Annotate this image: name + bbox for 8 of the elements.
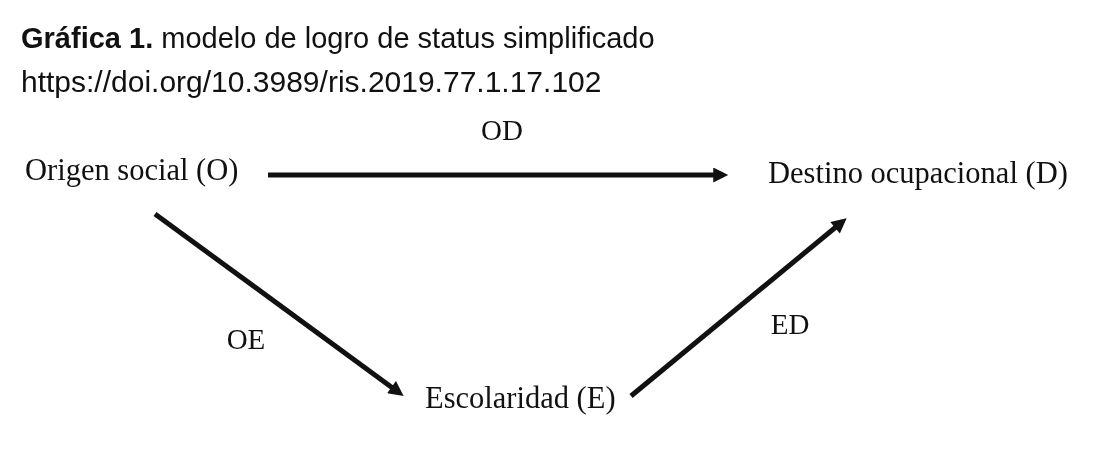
arrow — [268, 167, 729, 183]
node-label: Destino ocupacional (D) — [768, 155, 1068, 191]
arrow — [629, 218, 847, 398]
figure-title: Gráfica 1. modelo de logro de status simplificado — [21, 22, 655, 56]
node-label: Escolaridad (E) — [425, 380, 616, 416]
node-label: Origen social (O) — [25, 152, 239, 188]
doi-url: https://doi.org/10.3989/ris.2019.77.1.17.102 — [21, 65, 602, 100]
arrow — [153, 212, 404, 396]
